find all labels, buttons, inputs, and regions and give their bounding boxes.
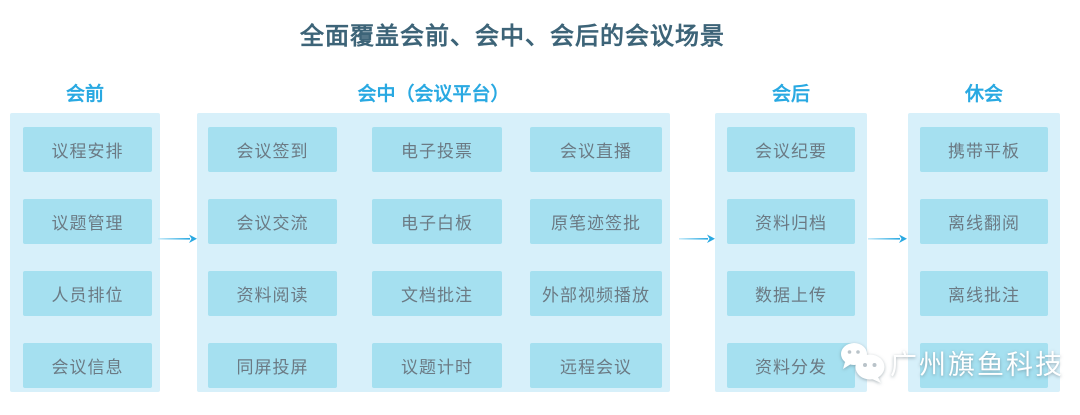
- flow-arrow-icon: [158, 234, 197, 243]
- feature-stack: 会议纪要 资料归档 数据上传 资料分发: [727, 113, 855, 392]
- feature-box: 会议直播: [530, 127, 662, 172]
- column-header-pre-meeting: 会前: [65, 84, 104, 105]
- feature-box: 外部视频播放: [530, 271, 662, 316]
- feature-box: 电子白板: [372, 199, 502, 244]
- feature-box: 资料归档: [727, 199, 855, 244]
- feature-stack: 会议直播 原笔迹签批 外部视频播放 远程会议: [530, 113, 662, 392]
- feature-box: 人员排位: [23, 271, 152, 316]
- panel-post-meeting: 会议纪要 资料归档 数据上传 资料分发: [715, 113, 867, 392]
- feature-box: 同屏投屏: [208, 343, 337, 388]
- feature-stack: 会议签到 会议交流 资料阅读 同屏投屏: [208, 113, 337, 392]
- feature-box: 资料阅读: [208, 271, 337, 316]
- brand-watermark: 广州旗鱼科技: [840, 340, 1064, 384]
- feature-box: 会议信息: [23, 343, 152, 388]
- feature-box: 文档批注: [372, 271, 502, 316]
- column-header-post-meeting: 会后: [771, 84, 810, 105]
- feature-stack: 议程安排 议题管理 人员排位 会议信息: [23, 113, 152, 392]
- wechat-icon: [841, 343, 885, 383]
- feature-box: 远程会议: [530, 343, 662, 388]
- feature-box: 电子投票: [372, 127, 502, 172]
- feature-box: 会议交流: [208, 199, 337, 244]
- feature-box: 议题计时: [372, 343, 502, 388]
- panel-recess: 携带平板 离线翻阅 离线批注: [908, 113, 1060, 392]
- page-title: 全面覆盖会前、会中、会后的会议场景: [300, 23, 725, 50]
- feature-box: 议程安排: [23, 127, 152, 172]
- feature-box: 会议签到: [208, 127, 337, 172]
- feature-box: 数据上传: [727, 271, 855, 316]
- feature-box: 离线翻阅: [920, 199, 1048, 244]
- feature-box: 携带平板: [920, 127, 1048, 172]
- column-header-recess: 休会: [964, 84, 1003, 105]
- panel-in-meeting: 会议签到 会议交流 资料阅读 同屏投屏 电子投票 电子白板 文档批注 议题计时 …: [197, 113, 670, 392]
- feature-stack: 携带平板 离线翻阅 离线批注: [920, 113, 1048, 392]
- column-header-in-meeting: 会中（会议平台）: [357, 84, 510, 105]
- brand-watermark-text: 广州旗鱼科技: [890, 349, 1064, 380]
- feature-box: 离线批注: [920, 271, 1048, 316]
- feature-box: [920, 343, 1048, 388]
- feature-box: 资料分发: [727, 343, 855, 388]
- flow-arrow-icon: [868, 234, 907, 243]
- feature-box: 原笔迹签批: [530, 199, 662, 244]
- flow-arrow-icon: [679, 234, 715, 243]
- feature-stack: 电子投票 电子白板 文档批注 议题计时: [372, 113, 502, 392]
- feature-box: 议题管理: [23, 199, 152, 244]
- panel-pre-meeting: 议程安排 议题管理 人员排位 会议信息: [10, 113, 160, 392]
- feature-box: 会议纪要: [727, 127, 855, 172]
